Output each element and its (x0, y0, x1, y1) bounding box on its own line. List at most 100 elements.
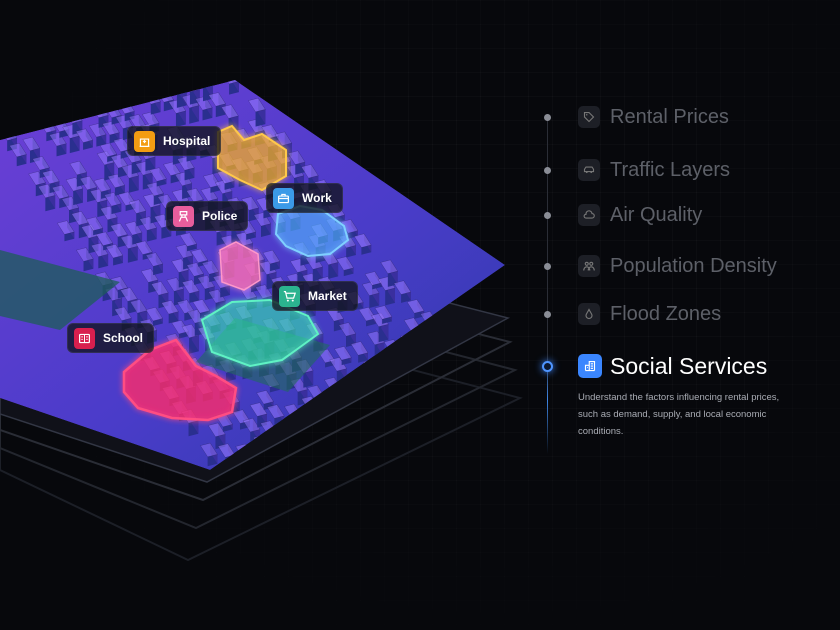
building-top (150, 281, 169, 296)
building-top (9, 142, 27, 158)
building-top (387, 384, 405, 399)
building-side (467, 375, 478, 383)
timeline-dot (544, 310, 551, 318)
building-top (124, 221, 143, 236)
building-top (149, 167, 167, 182)
layer-label: Air Quality (610, 203, 703, 226)
cart-icon-badge (279, 285, 300, 307)
building-side (489, 423, 500, 434)
building-top (486, 393, 504, 408)
police-icon (178, 210, 189, 222)
building-top (171, 189, 190, 204)
building-top (174, 171, 193, 187)
droplet-icon (585, 308, 593, 319)
building-top (181, 279, 200, 294)
building-top (100, 205, 118, 221)
building-top (338, 322, 357, 337)
building-top (99, 142, 118, 158)
building-top (181, 323, 200, 339)
building-top (208, 92, 226, 107)
layer-icon (578, 204, 600, 226)
building-top (481, 411, 500, 427)
timeline-dot (544, 262, 551, 270)
building-side (458, 412, 469, 420)
building-side (114, 192, 122, 212)
building-side (424, 415, 434, 424)
building-side (205, 96, 213, 118)
map-pin-work[interactable]: Work (266, 183, 343, 213)
building-top (406, 299, 425, 314)
building-top (208, 289, 226, 304)
building-top (56, 220, 75, 235)
building-side (98, 123, 107, 145)
building-top (249, 402, 268, 417)
building-top (235, 231, 254, 246)
building-top (186, 188, 204, 203)
building-top (259, 260, 277, 275)
map-pin-school[interactable]: School (67, 323, 155, 353)
building-side (471, 425, 482, 436)
building-top (69, 160, 88, 176)
building-top (139, 216, 157, 231)
building-side (187, 243, 197, 252)
car-icon (583, 166, 595, 174)
layer-icon (578, 354, 602, 378)
building-side (431, 385, 439, 404)
timeline-dot (544, 113, 551, 121)
building-top (49, 132, 67, 147)
building-top (42, 169, 60, 185)
building-side (139, 299, 148, 327)
building-top (65, 177, 84, 192)
building-top (336, 256, 354, 271)
building-side (371, 421, 382, 430)
map-pin-hospital[interactable]: Hospital (127, 126, 222, 156)
price-tag-icon (583, 111, 595, 123)
building-top (76, 247, 94, 262)
building-side (428, 396, 439, 406)
building-top (329, 357, 347, 372)
building-top (32, 156, 50, 171)
building-side (382, 316, 392, 324)
building-top (95, 231, 114, 246)
building-top (103, 192, 122, 207)
building-top (141, 111, 160, 126)
map-pin-market[interactable]: Market (272, 281, 358, 311)
building-top (207, 422, 226, 437)
building-top (135, 240, 153, 255)
building-top (169, 80, 187, 93)
building-top (75, 128, 94, 143)
police-icon-badge (173, 205, 194, 227)
building-top (221, 80, 240, 85)
building-top (145, 307, 164, 322)
building-top (256, 390, 274, 405)
building-side (491, 412, 500, 431)
building-side (469, 364, 478, 381)
map-pin-label: Hospital (163, 134, 211, 148)
book-icon (79, 333, 90, 343)
map-pin-label: Police (202, 209, 238, 223)
building-top (161, 300, 179, 315)
building-top (499, 411, 505, 426)
building-side (114, 287, 122, 314)
building-side (354, 423, 365, 433)
building-side (155, 252, 163, 273)
building-side (411, 395, 422, 408)
map-pin-label: Market (308, 289, 347, 303)
building-top (361, 281, 380, 296)
building-top (121, 164, 139, 179)
building-top (71, 211, 89, 226)
building-top (89, 188, 108, 203)
building-top (214, 179, 233, 194)
building-side (225, 413, 233, 430)
building-top (179, 232, 198, 247)
map-pin-police[interactable]: Police (166, 201, 249, 231)
building-side (507, 423, 517, 431)
layer-label: Flood Zones (610, 302, 722, 325)
building-top (135, 161, 153, 176)
buildings-icon (584, 360, 596, 372)
building-top (242, 417, 261, 433)
building-top (380, 259, 398, 274)
building-top (451, 400, 470, 416)
